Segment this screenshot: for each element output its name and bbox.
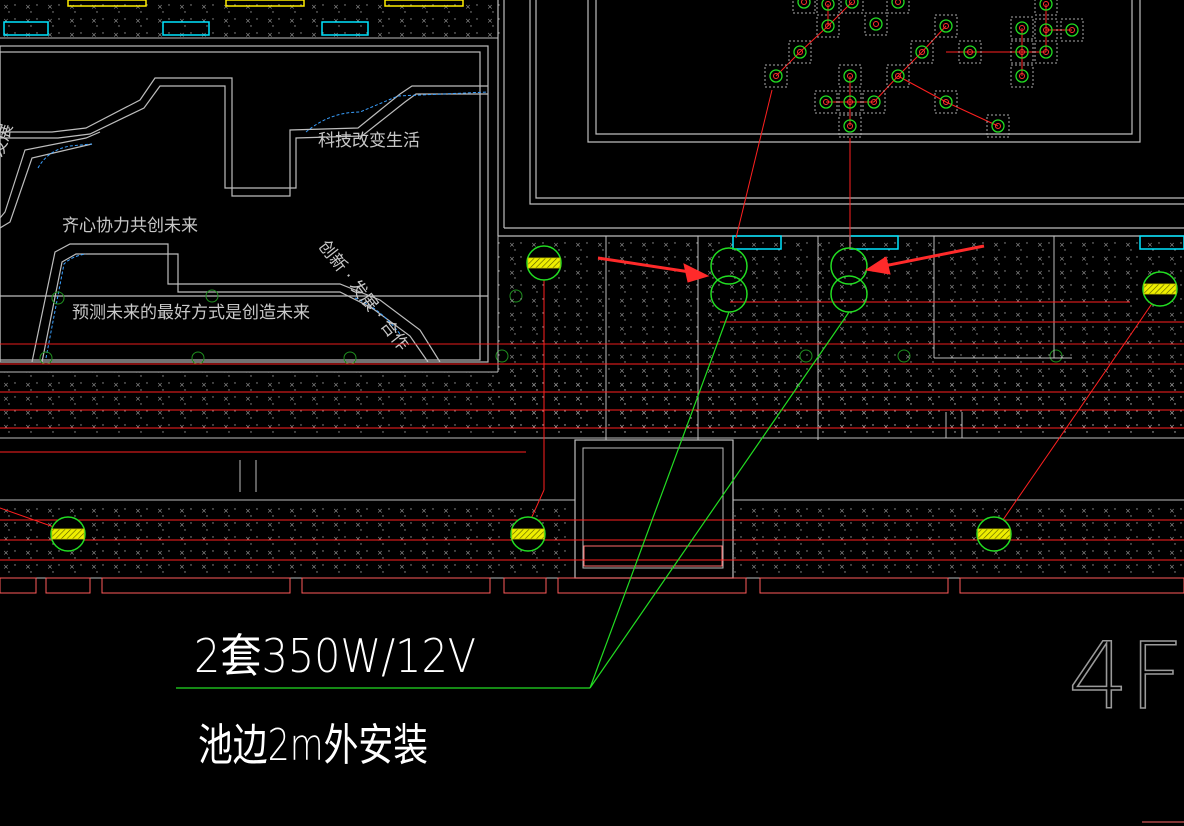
light-fixture-icon	[526, 245, 562, 281]
light-fixture-icon	[50, 516, 86, 552]
light-fixture-icon	[510, 516, 546, 552]
fountain-nozzle-icon	[864, 12, 888, 36]
fountain-nozzle-icon	[816, 0, 840, 16]
fountain-nozzle-icon	[1010, 16, 1034, 40]
fountain-nozzle-icon	[816, 14, 840, 38]
fountain-nozzle-icon	[814, 90, 838, 114]
fountain-nozzle-icon	[1010, 64, 1034, 88]
slogan-tech: 科技改变生活	[318, 131, 420, 151]
fountain-nozzle-icon	[788, 40, 812, 64]
floor-label: 4F	[1068, 623, 1184, 730]
fountain-nozzle-icon	[1010, 40, 1034, 64]
fountain-nozzle-icon	[1034, 0, 1058, 16]
fountain-nozzle-icon	[764, 64, 788, 88]
light-fixtures	[50, 245, 1178, 552]
light-fixture-icon	[1142, 271, 1178, 307]
fountain-nozzle-icon	[1034, 18, 1058, 42]
fountain-nozzle-icon	[838, 90, 862, 114]
fountain-nozzle-icon	[862, 90, 886, 114]
fountain-nozzle-icon	[1060, 18, 1084, 42]
red-arrow-icon	[864, 244, 985, 275]
slogan-together: 齐心协力共创未来	[62, 216, 198, 236]
paving-area	[0, 238, 1184, 579]
fountain-nozzle-grid	[764, 0, 1084, 138]
top-left-block	[0, 0, 500, 39]
fountain-nozzle-icon	[986, 114, 1010, 138]
fountain-nozzle-icon	[910, 40, 934, 64]
slogan-wall-cyan-trim	[37, 91, 489, 359]
light-fixture-icon	[976, 516, 1012, 552]
slogan-wall-outline	[0, 45, 489, 363]
callout-install: 池边2m外安装	[198, 720, 428, 771]
fountain-nozzle-icon	[840, 0, 864, 14]
red-arrow-icon	[597, 256, 710, 283]
fountain-nozzle-icon	[838, 64, 862, 88]
slogan-left-fragment: 发展	[0, 121, 17, 160]
fountain-nozzle-icon	[958, 40, 982, 64]
red-conduits	[0, 89, 1184, 561]
slogan-predict: 预测未来的最好方式是创造未来	[72, 303, 310, 323]
fountain-nozzle-icon	[934, 14, 958, 38]
fountain-nozzle-icon	[1034, 40, 1058, 64]
fountain-nozzle-icon	[792, 0, 816, 14]
fountain-nozzle-icon	[886, 64, 910, 88]
fountain-nozzle-icon	[934, 90, 958, 114]
callout-spec: 2套350W/12V	[194, 629, 476, 683]
kerb-blocks	[0, 577, 1184, 594]
fountain-nozzle-icon	[886, 0, 910, 14]
fountain-nozzle-icon	[838, 114, 862, 138]
leader-lines	[176, 311, 850, 689]
pool-outline	[497, 0, 1184, 237]
